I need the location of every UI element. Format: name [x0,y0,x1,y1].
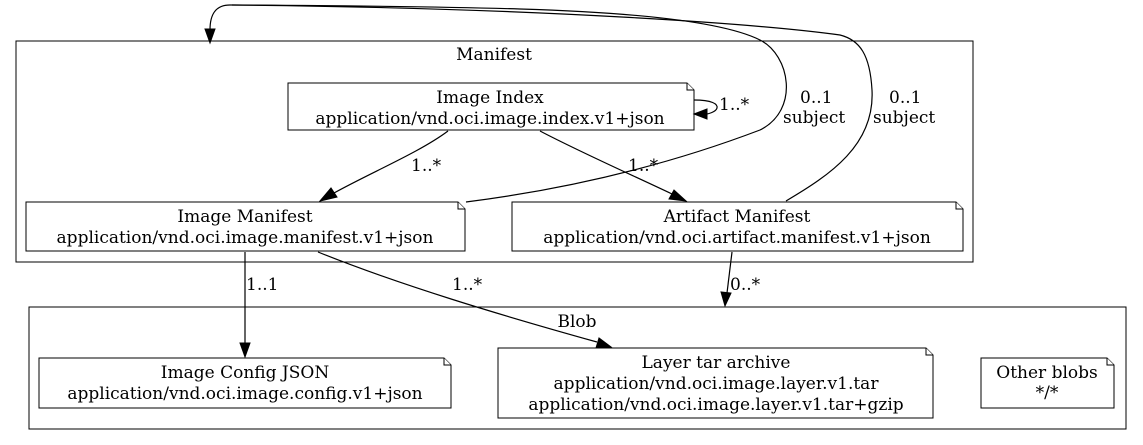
layer-tar-media-type: application/vnd.oci.image.layer.v1.tar [554,374,880,394]
edge-index-to-artifact-manifest: 1..* [539,130,688,202]
edge-image-manifest-to-config: 1..1 [239,252,278,359]
edge-image-manifest-to-config-label: 1..1 [246,275,278,295]
blob-cluster-label: Blob [557,312,596,332]
image-index-node: Image Index application/vnd.oci.image.in… [287,82,695,131]
edge-image-manifest-to-layer: 1..* [317,251,613,349]
edge-image-manifest-subject: 0..1 subject [204,4,845,203]
other-blobs-media-type: */* [1036,383,1059,403]
edge-index-to-image-manifest-label: 1..* [411,156,442,176]
other-blobs-title: Other blobs [996,363,1097,383]
edge-index-to-artifact-manifest-label: 1..* [628,156,659,176]
blob-cluster: Blob [28,306,1127,430]
image-manifest-node: Image Manifest application/vnd.oci.image… [25,201,466,252]
edge-index-to-image-manifest: 1..* [318,130,449,202]
image-index-title: Image Index [436,88,544,108]
edge-index-self: 1..* [692,95,750,120]
edge-artifact-manifest-subject-cardinality: 0..1 [889,88,921,108]
artifact-manifest-node: Artifact Manifest application/vnd.oci.ar… [511,201,964,252]
edge-index-self-label: 1..* [719,95,750,115]
other-blobs-node: Other blobs */* [980,357,1115,409]
edge-artifact-manifest-to-blob-label: 0..* [730,275,761,295]
edge-artifact-manifest-to-blob: 0..* [720,251,761,308]
edge-image-manifest-to-layer-label: 1..* [452,275,483,295]
edge-artifact-manifest-subject-label: subject [873,108,935,128]
artifact-manifest-title: Artifact Manifest [663,207,811,227]
edge-image-manifest-subject-cardinality: 0..1 [800,88,832,108]
layer-tar-node: Layer tar archive application/vnd.oci.im… [497,347,934,419]
edge-artifact-manifest-subject: 0..1 subject [231,4,935,202]
image-config-title: Image Config JSON [161,363,330,383]
edge-image-manifest-subject-label: subject [783,108,845,128]
image-config-media-type: application/vnd.oci.image.config.v1+json [67,384,422,404]
artifact-manifest-media-type: application/vnd.oci.artifact.manifest.v1… [543,228,931,248]
layer-tar-gzip-media-type: application/vnd.oci.image.layer.v1.tar+g… [528,395,903,415]
manifest-cluster: Manifest [15,40,974,263]
image-manifest-media-type: application/vnd.oci.image.manifest.v1+js… [57,228,434,248]
image-config-node: Image Config JSON application/vnd.oci.im… [38,357,452,409]
manifest-cluster-label: Manifest [456,45,532,65]
image-manifest-title: Image Manifest [177,207,312,227]
image-index-media-type: application/vnd.oci.image.index.v1+json [315,109,664,129]
layer-tar-title: Layer tar archive [642,353,791,373]
